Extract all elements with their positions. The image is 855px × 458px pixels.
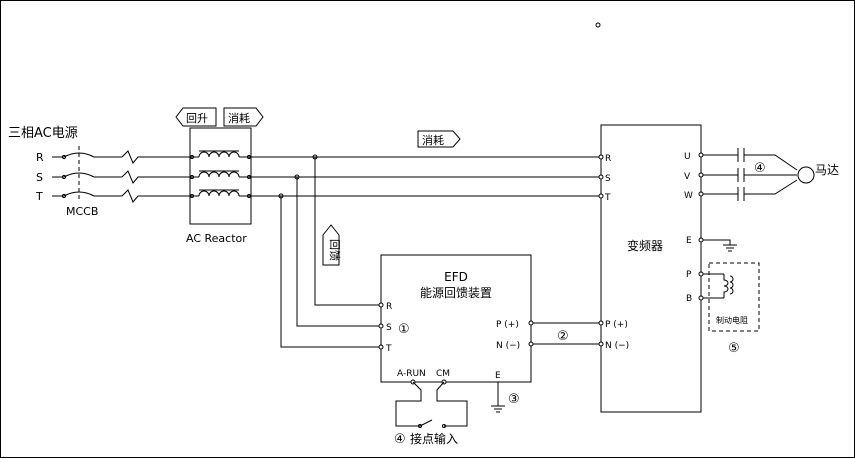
mccb-label: MCCB [66,205,98,218]
inverter-input-r-label: R [605,154,611,164]
efd-title: EFD [444,270,468,284]
feedback-tag-label: 回馈 [328,239,341,261]
inverter-terminal-brake-p [698,271,704,277]
efd-terminal-n [528,341,534,347]
efd-cm-label: CM [436,369,450,379]
efd-input-wires [280,157,381,348]
efd-terminal-t [378,344,384,350]
efd-terminal-p [528,320,534,326]
inverter-title: 变频器 [627,238,663,253]
inverter-terminal-r [598,154,604,160]
line-consume-tag-arrow [417,130,461,148]
output-contactors [703,148,798,201]
marker-5: ⑤ [728,341,740,356]
reactor-coils [190,150,251,198]
stray-dot [595,22,601,28]
inverter-output-w-label: W [684,191,693,201]
inverter-box [600,124,702,413]
source-phase-s: S [36,171,43,184]
brake-resistor-box [708,262,760,332]
inverter-input-s-label: S [605,174,611,184]
efd-terminal-r [378,302,384,308]
inverter-terminal-s [598,174,604,180]
source-phase-r: R [36,151,44,164]
contact-input-marker: ④ [394,432,406,447]
inverter-earth-label: E [686,236,692,246]
ac-reactor-box [189,127,252,225]
inverter-input-t-label: T [604,193,611,203]
motor-symbol [797,166,815,184]
efd-input-s-label: S [386,323,392,333]
motor-label: 马达 [815,163,839,177]
marker-4: ④ [754,161,766,176]
regen-tag-arrow [175,107,217,127]
inverter-terminal-n [598,341,604,347]
efd-unit-box [380,254,532,383]
efd-subtitle: 能源回馈装置 [420,286,492,300]
inverter-terminal-brake-b [698,295,704,301]
inverter-terminal-v [698,172,704,178]
inverter-terminal-e [698,237,704,243]
regen-tag-label: 回升 [186,112,208,125]
consume-tag-label: 消耗 [228,111,250,125]
contact-input-circuit [395,381,468,428]
inverter-terminal-w [698,191,704,197]
efd-input-t-label: T [385,344,392,354]
ac-reactor-label: AC Reactor [186,232,247,245]
efd-earth-label: E [495,371,501,381]
source-phase-t: T [35,190,43,203]
inverter-brake-b-label: B [686,294,692,304]
inverter-earth-symbol [703,239,737,252]
efd-terminal-s [378,323,384,329]
inverter-output-v-label: V [684,172,691,182]
inverter-brake-p-label: P [686,270,692,280]
inverter-terminal-p [598,320,604,326]
inverter-dc-p-label: P (+) [605,320,628,330]
main-power-lines [251,154,601,199]
line-consume-tag-label: 消耗 [422,133,444,147]
inverter-terminal-u [698,152,704,158]
efd-run-label: A-RUN [397,369,426,379]
brake-resistor-label: 制动电阻 [716,315,748,325]
marker-1: ① [398,322,410,337]
efd-earth-symbol [491,382,505,413]
power-source-title: 三相AC电源 [8,126,78,141]
efd-dc-n-label: N (−) [496,341,520,351]
dc-bus-wires [533,322,601,345]
inverter-dc-n-label: N (−) [605,341,629,351]
brake-resistor-coil [703,273,734,299]
contact-input-label: 接点输入 [410,431,458,446]
marker-3: ③ [508,392,520,407]
inverter-output-u-label: U [684,152,691,162]
efd-input-r-label: R [386,302,392,312]
marker-2: ② [557,329,569,344]
mccb-breaker [52,146,122,200]
inverter-terminal-t [598,193,604,199]
consume-tag-arrow [223,107,264,127]
feedback-tag-arrow [322,224,340,266]
efd-dc-p-label: P (+) [496,320,519,330]
cable-break-marks [121,150,190,203]
